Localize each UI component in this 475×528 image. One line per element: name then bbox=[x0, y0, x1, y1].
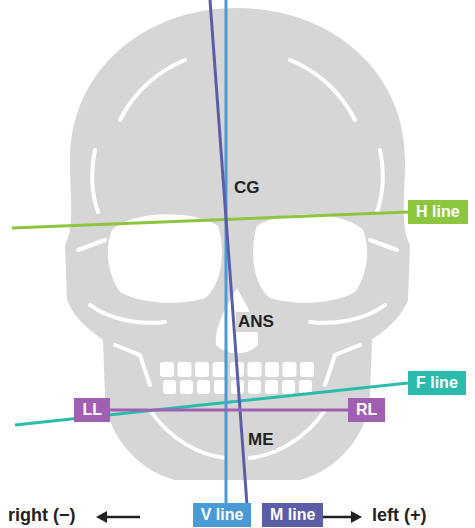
tooth bbox=[248, 380, 261, 394]
direction-label: right (−) bbox=[6, 505, 78, 526]
h-line bbox=[12, 212, 408, 228]
tooth bbox=[300, 362, 314, 377]
arrow-shaft bbox=[104, 516, 140, 519]
tooth bbox=[213, 362, 227, 377]
suture-line bbox=[120, 60, 185, 120]
tooth bbox=[160, 362, 174, 377]
landmark-line bbox=[110, 409, 348, 412]
tooth bbox=[282, 380, 295, 394]
line-tag: M line bbox=[262, 503, 323, 527]
skull-outline bbox=[65, 8, 410, 480]
tag-text: H line bbox=[416, 202, 460, 222]
suture-line bbox=[370, 240, 397, 250]
tag-text: V line bbox=[201, 505, 244, 525]
reference-lines bbox=[12, 0, 408, 505]
skull-sutures bbox=[78, 60, 397, 458]
suture-line bbox=[90, 305, 165, 323]
line-tag: H line bbox=[408, 200, 468, 224]
suture-line bbox=[78, 240, 105, 250]
suture-line bbox=[325, 345, 360, 385]
landmark-label: ME bbox=[246, 430, 276, 450]
tooth bbox=[197, 380, 210, 394]
eye-socket bbox=[253, 214, 367, 302]
tooth bbox=[283, 362, 297, 377]
suture-line bbox=[310, 305, 385, 323]
tag-text: LL bbox=[82, 400, 102, 420]
eye-socket bbox=[108, 214, 222, 302]
m-line bbox=[210, 0, 247, 505]
suture-line bbox=[290, 60, 355, 120]
f-line bbox=[15, 383, 408, 425]
tag-text: RL bbox=[356, 400, 377, 420]
landmark-label: CG bbox=[232, 178, 262, 198]
arrow-head bbox=[96, 511, 107, 523]
line-tag: V line bbox=[193, 503, 252, 527]
suture-line bbox=[377, 150, 383, 212]
landmark-tag: RL bbox=[348, 398, 385, 422]
tag-text: M line bbox=[270, 505, 315, 525]
line-tag: F line bbox=[408, 371, 466, 395]
tooth bbox=[299, 380, 312, 394]
tooth bbox=[163, 380, 176, 394]
suture-line bbox=[115, 345, 150, 385]
landmark-label: ANS bbox=[236, 312, 276, 332]
tooth bbox=[265, 362, 279, 377]
direction-label: left (+) bbox=[370, 505, 429, 526]
suture-line bbox=[92, 150, 98, 212]
tooth bbox=[180, 380, 193, 394]
arrow-shaft bbox=[318, 516, 354, 519]
tooth bbox=[265, 380, 278, 394]
tooth bbox=[178, 362, 192, 377]
landmark-tag: LL bbox=[74, 398, 110, 422]
tooth bbox=[248, 362, 262, 377]
arrow-head bbox=[351, 511, 362, 523]
suture-line bbox=[150, 410, 225, 458]
tag-text: F line bbox=[416, 373, 458, 393]
tooth bbox=[195, 362, 209, 377]
skull bbox=[65, 8, 410, 480]
